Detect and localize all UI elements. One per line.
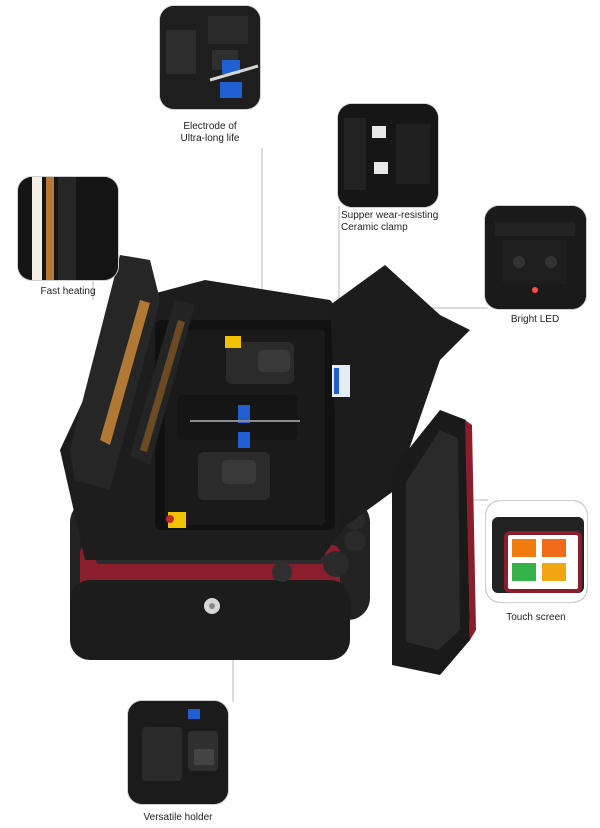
- heater-unit: [70, 255, 195, 490]
- monitor: [392, 410, 476, 675]
- splice-chamber: [166, 336, 300, 528]
- led-photo: [485, 206, 586, 309]
- thumb-holder: [128, 701, 228, 804]
- caption-touchscreen: Touch screen: [506, 612, 566, 623]
- holder-photo: [128, 701, 228, 804]
- thumb-led: [485, 206, 586, 309]
- thumb-ceramic: [338, 104, 438, 207]
- caption-electrode: Electrode of Ultra-long life: [180, 121, 240, 144]
- heating-photo: [18, 177, 118, 280]
- thumb-heating: [18, 177, 118, 280]
- thumb-touchscreen: [486, 501, 587, 602]
- caption-heating: Fast heating: [40, 286, 96, 297]
- thumb-electrode: [160, 6, 260, 109]
- touchscreen-photo: [486, 501, 587, 602]
- caption-ceramic: Supper wear-resisting Ceramic clamp: [341, 210, 439, 233]
- caption-led: Bright LED: [510, 314, 560, 325]
- ceramic-photo: [338, 104, 438, 207]
- caption-holder: Versatile holder: [143, 812, 213, 823]
- device-lid: [330, 265, 470, 530]
- electrode-photo: [160, 6, 260, 109]
